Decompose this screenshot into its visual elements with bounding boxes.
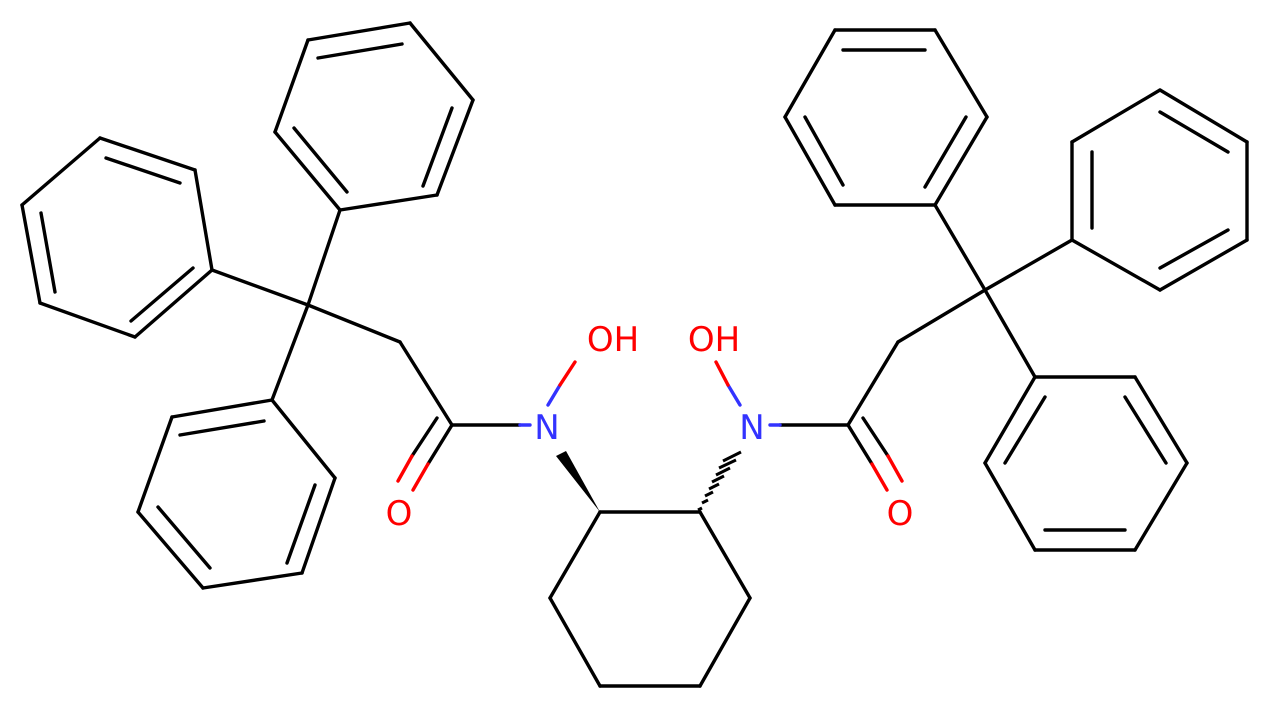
right-upper-phenyl-ring <box>783 28 989 207</box>
n-left-label: N <box>534 408 559 448</box>
left-left-phenyl-ring <box>20 136 214 339</box>
oh-left-label: OH <box>587 320 639 360</box>
left-amide-chain <box>396 340 577 492</box>
left-triphenyl-group <box>20 21 475 590</box>
left-upper-phenyl-ring <box>273 21 475 212</box>
n-right-label: N <box>739 408 764 448</box>
right-right-phenyl-ring <box>1070 88 1249 292</box>
right-triphenyl-group <box>783 28 1249 552</box>
wedge-bond <box>556 451 600 512</box>
right-lower-phenyl-ring <box>983 375 1189 552</box>
oh-right-label: OH <box>688 320 740 360</box>
cyclohexane-ring <box>548 510 752 688</box>
carbonyl-o-right-label: O <box>887 494 914 534</box>
left-lower-phenyl-ring <box>136 398 337 590</box>
right-amide-chain <box>714 340 904 492</box>
carbonyl-o-left-label: O <box>386 494 413 534</box>
hash-bond <box>697 450 742 512</box>
